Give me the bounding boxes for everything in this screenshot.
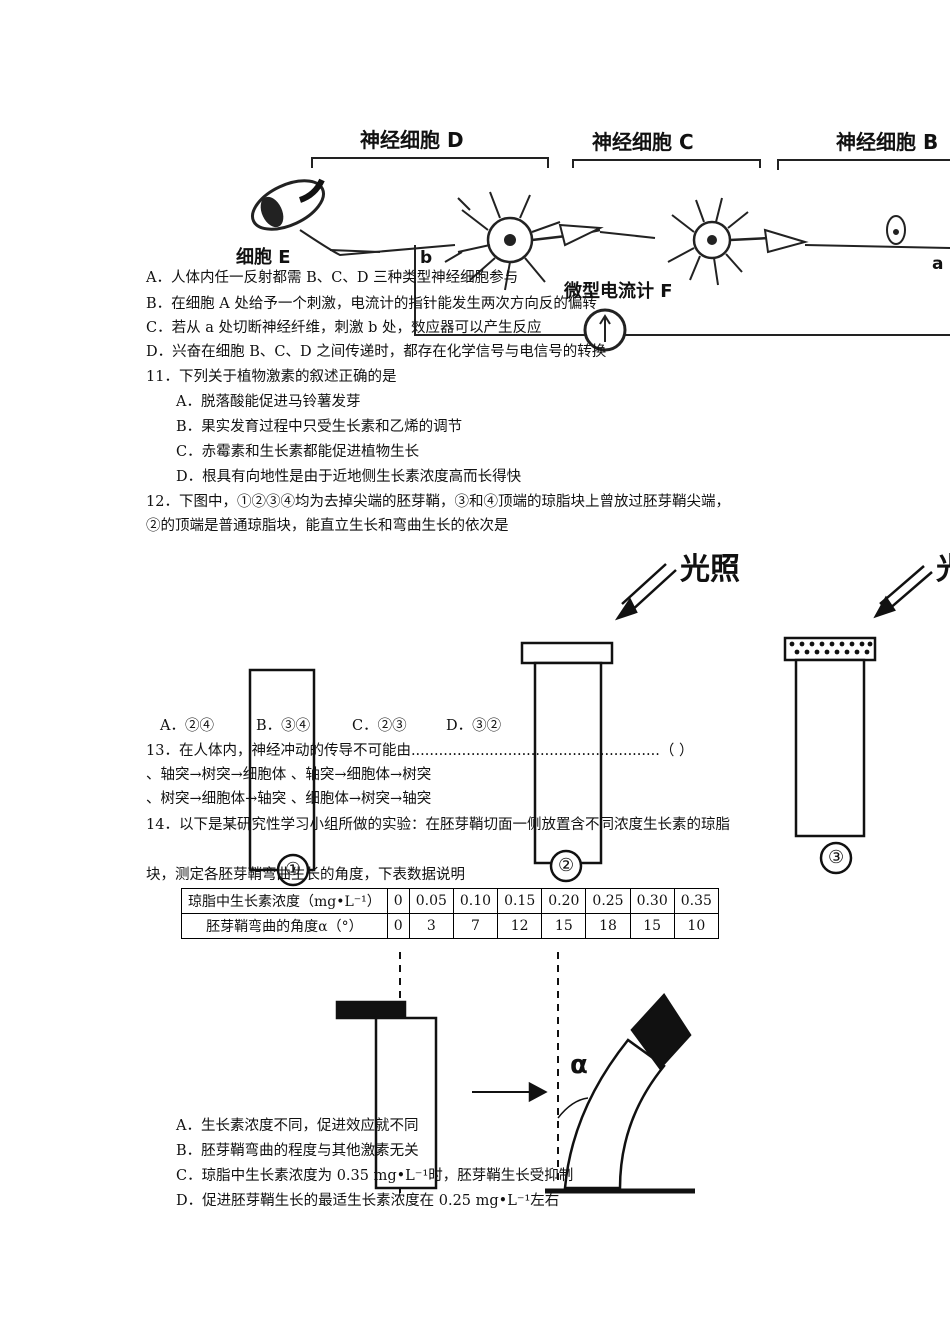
table-cell: 12: [497, 913, 543, 939]
table-cell: 0: [386, 913, 410, 939]
q11-option-b: B．果实发育过程中只受生长素和乙烯的调节: [176, 419, 463, 435]
table-cell: 0.20: [541, 888, 587, 914]
agar-dots: [789, 641, 873, 655]
bracket-c: [572, 159, 761, 168]
straight-coleoptile-shape: [374, 1016, 438, 1190]
q11-stem: 11．下列关于植物激素的叙述正确的是: [146, 369, 397, 385]
q13-options-line1: 、轴突→树突→细胞体 、轴突→细胞体→树突: [146, 767, 432, 783]
coleoptile-number-3: ③: [828, 847, 845, 868]
bending-diagram: [335, 952, 695, 1195]
coleoptile-number-1: ①: [285, 859, 302, 880]
q14-stem-line2: 块，测定各胚芽鞘弯曲生长的角度，下表数据说明: [146, 867, 465, 883]
table-cell: 0.30: [629, 888, 675, 914]
neuron-d-shape: [444, 191, 604, 291]
q12-stem-line2: ②的顶端是普通琼脂块，能直立生长和弯曲生长的依次是: [146, 518, 509, 534]
table-cell: 7: [452, 913, 499, 939]
q10-option-d: D．兴奋在细胞 B、C、D 之间传递时，都存在化学信号与电信号的转换: [146, 344, 607, 360]
q14-option-d: D．促进胚芽鞘生长的最适生长素浓度在 0.25 mg•L⁻¹左右: [176, 1193, 560, 1209]
coleoptile-number-2: ②: [558, 855, 575, 876]
cell-e-shape: [251, 178, 325, 231]
table-row: 胚芽鞘弯曲的角度α（°） 0 3 7 12 15 18 15 10: [181, 913, 719, 939]
table-cell: 0: [386, 888, 410, 914]
table-cell: 15: [541, 913, 587, 939]
auxin-table: 琼脂中生长素浓度（mg•L⁻¹） 0 0.05 0.10 0.15 0.20 0…: [181, 888, 719, 939]
galvanometer-shape: [583, 308, 627, 352]
table-cell: 0.25: [585, 888, 631, 914]
q10-option-a: A．人体内任一反射都需 B、C、D 三种类型神经细胞参与: [146, 270, 519, 286]
receptor-b-shape: [886, 215, 906, 245]
label-light-1: 光照: [680, 552, 740, 587]
angle-arc: [557, 1097, 589, 1119]
q11-option-c: C．赤霉素和生长素都能促进植物生长: [176, 444, 420, 460]
table-header-angle: 胚芽鞘弯曲的角度α（°）: [181, 913, 388, 939]
label-alpha: α: [570, 1050, 588, 1080]
light-arrow-1: [614, 563, 677, 621]
neuron-diagram: [251, 157, 950, 352]
table-row: 琼脂中生长素浓度（mg•L⁻¹） 0 0.05 0.10 0.15 0.20 0…: [181, 888, 719, 914]
coleoptile-1-shape: [248, 668, 316, 872]
table-cell: 10: [673, 913, 719, 939]
label-light-2: 光: [936, 552, 950, 588]
table-header-concentration: 琼脂中生长素浓度（mg•L⁻¹）: [181, 888, 388, 914]
label-neuron-d: 神经细胞 D: [360, 128, 464, 152]
label-point-a: a: [932, 254, 944, 274]
label-circle-1: [276, 853, 310, 887]
table-cell: 0.35: [673, 888, 719, 914]
coleoptile-3-shape: [794, 658, 866, 838]
label-neuron-b: 神经细胞 B: [836, 130, 939, 154]
q14-option-c: C．琼脂中生长素浓度为 0.35 mg•L⁻¹时，胚芽鞘生长受抑制: [176, 1168, 574, 1184]
label-neuron-c: 神经细胞 C: [592, 130, 694, 154]
circuit-left-wire: [414, 245, 585, 336]
q12-option-d: D．③②: [446, 718, 502, 734]
table-cell: 0.15: [497, 888, 543, 914]
q11-option-d: D．根具有向地性是由于近地侧生长素浓度高而长得快: [176, 469, 522, 485]
table-cell: 0.10: [452, 888, 499, 914]
label-point-b: b: [420, 248, 433, 268]
q13-stem: 13．在人体内，神经冲动的传导不可能由.....................…: [146, 743, 694, 759]
bent-coleoptile-shape: [563, 1038, 666, 1190]
coleoptile-diagram: [248, 563, 933, 887]
q14-stem-line1: 14．以下是某研究性学习小组所做的实验：在胚芽鞘切面一侧放置含不同浓度生长素的琼…: [146, 817, 730, 833]
q11-option-a: A．脱落酸能促进马铃薯发芽: [176, 394, 361, 410]
bracket-b: [777, 159, 950, 170]
label-galvanometer: 微型电流计 F: [564, 281, 673, 302]
table-cell: 0.05: [408, 888, 454, 914]
label-circle-3: [819, 841, 853, 875]
bracket-d: [311, 157, 549, 168]
q12-stem-line1: 12．下图中，①②③④均为去掉尖端的胚芽鞘，③和④顶端的琼脂块上曾放过胚芽鞘尖端…: [146, 494, 730, 510]
table-cell: 15: [629, 913, 675, 939]
table-cell: 3: [408, 913, 454, 939]
light-arrow-2: [873, 565, 933, 619]
q14-option-b: B．胚芽鞘弯曲的程度与其他激素无关: [176, 1143, 419, 1159]
arrow-head: [528, 1081, 548, 1103]
q12-option-b: B．③④: [256, 718, 311, 734]
table-cell: 18: [585, 913, 631, 939]
q14-option-a: A．生长素浓度不同，促进效应就不同: [176, 1118, 419, 1134]
agar-on-coleoptile: [335, 1000, 407, 1020]
label-circle-2: [549, 849, 583, 883]
agar-block-plain: [520, 641, 614, 665]
neuron-c-shape: [667, 197, 809, 286]
label-cell-e: 细胞 E: [236, 247, 291, 268]
q12-option-c: C．②③: [352, 718, 407, 734]
q10-option-c: C．若从 a 处切断神经纤维，刺激 b 处，效应器可以产生反应: [146, 320, 542, 336]
q10-option-b: B．在细胞 A 处给予一个刺激，电流计的指针能发生两次方向反的偏转: [146, 296, 597, 312]
q13-options-line2: 、树突→细胞体→轴突 、细胞体→树突→轴突: [146, 791, 432, 807]
agar-on-bent-coleoptile: [630, 992, 692, 1070]
agar-block-treated: [783, 636, 877, 662]
q12-option-a: A．②④: [160, 718, 214, 734]
